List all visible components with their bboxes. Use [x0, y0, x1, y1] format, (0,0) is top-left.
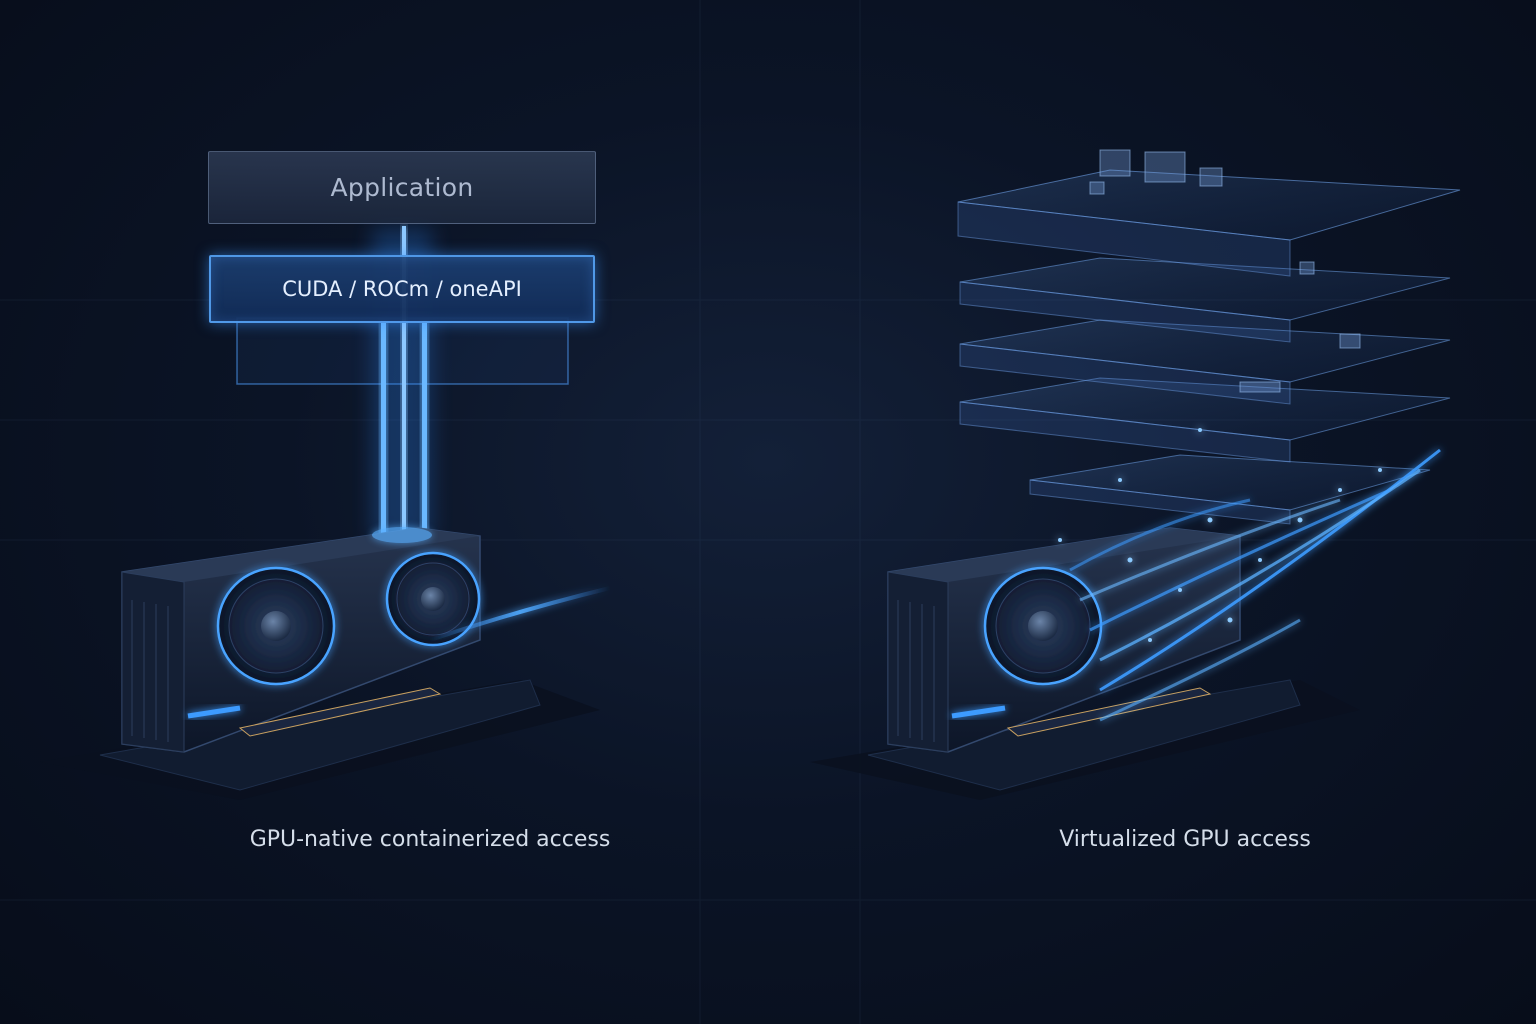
gpu-card-right	[810, 527, 1360, 800]
api-layer-box: CUDA / ROCm / oneAPI	[209, 255, 595, 323]
caption-virtualized-access: Virtualized GPU access	[1059, 827, 1311, 852]
api-layer-label: CUDA / ROCm / oneAPI	[282, 277, 522, 301]
virtualization-layers	[957, 149, 1461, 525]
application-box: Application	[208, 151, 596, 224]
virtualized-data-streams	[1069, 448, 1441, 722]
stream-particles	[1058, 428, 1382, 642]
application-label: Application	[330, 173, 474, 202]
caption-native-access: GPU-native containerized access	[249, 827, 611, 852]
gpu-card-left	[40, 527, 611, 800]
